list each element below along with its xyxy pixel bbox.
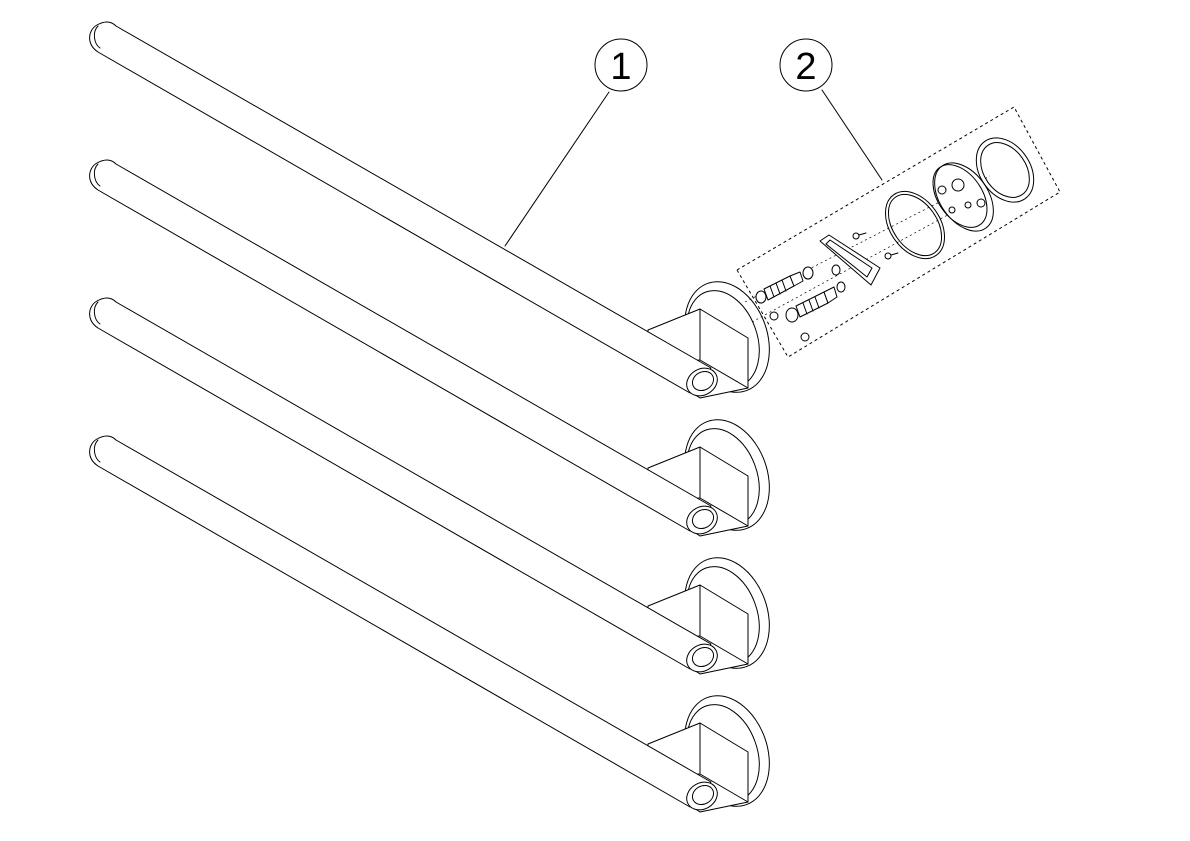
kit-boundary	[736, 106, 1061, 358]
mounting-screws	[852, 232, 899, 260]
balloon-2: 2	[779, 38, 833, 92]
leader-line-2	[821, 89, 883, 181]
mounting-plate	[819, 234, 881, 286]
wall-bracket	[932, 162, 994, 232]
balloon-1: 1	[594, 38, 648, 92]
gasket-ring	[885, 190, 945, 260]
compression-connector-lower	[785, 286, 838, 323]
cover-ring	[975, 137, 1035, 203]
balloon-2-label: 2	[795, 46, 816, 88]
leader-line-1	[504, 91, 610, 247]
fitting-kit	[736, 106, 1061, 358]
balloon-1-label: 1	[610, 46, 631, 88]
compression-connector-upper	[755, 266, 814, 304]
